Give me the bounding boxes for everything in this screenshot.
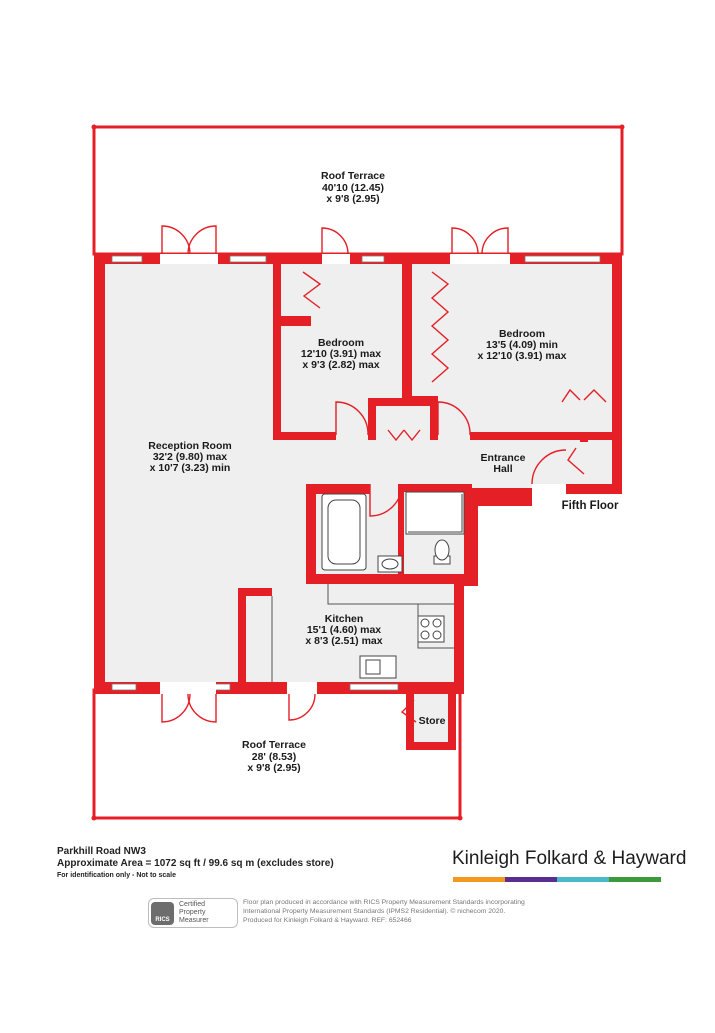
bedroom-2-label: Bedroom bbox=[499, 328, 545, 340]
brand-color-bar bbox=[453, 877, 661, 882]
roof-terrace-bottom-area bbox=[92, 688, 462, 820]
roof-terrace-bottom-dim1: 28' (8.53) bbox=[252, 751, 297, 763]
brand-bar-purple bbox=[505, 877, 557, 882]
roof-terrace-top-dim1: 40'10 (12.45) bbox=[322, 182, 384, 194]
door-swings bbox=[161, 225, 585, 723]
reception-label: Reception Room bbox=[148, 440, 231, 452]
approximate-area: Approximate Area = 1072 sq ft / 99.6 sq … bbox=[57, 858, 334, 869]
kitchen-dim1: 15'1 (4.60) max bbox=[307, 624, 381, 636]
floor-label: Fifth Floor bbox=[562, 500, 619, 512]
disclaimer-line-1: Floor plan produced in accordance with R… bbox=[243, 899, 525, 906]
property-address: Parkhill Road NW3 bbox=[57, 846, 146, 857]
rics-badge: RICS Certified Property Measurer bbox=[148, 898, 238, 928]
entrance-hall-label-2: Hall bbox=[493, 463, 512, 475]
window-openings bbox=[111, 255, 601, 691]
reception-dim2: x 10'7 (3.23) min bbox=[150, 462, 231, 474]
reception-dim1: 32'2 (9.80) max bbox=[153, 451, 227, 463]
roof-terrace-top-dim2: x 9'8 (2.95) bbox=[326, 193, 379, 205]
rics-logo-icon: RICS bbox=[151, 901, 174, 925]
entrance-hall-label: Entrance bbox=[481, 452, 526, 464]
bedroom-1-dim1: 12'10 (3.91) max bbox=[301, 348, 381, 360]
door-openings bbox=[160, 254, 566, 694]
store-area bbox=[410, 694, 450, 744]
disclaimer: Floor plan produced in accordance with R… bbox=[243, 898, 573, 925]
shower-fixture bbox=[405, 491, 465, 535]
roof-terrace-top-area bbox=[92, 125, 624, 256]
disclaimer-line-3: Produced for Kinleigh Folkard & Hayward.… bbox=[243, 917, 412, 924]
roof-terrace-bottom-dim2: x 9'8 (2.95) bbox=[247, 762, 300, 774]
rics-line-2: Property bbox=[179, 909, 206, 916]
bedroom-2-dim1: 13'5 (4.09) min bbox=[486, 339, 558, 351]
disclaimer-line-2: International Property Measurement Stand… bbox=[243, 908, 506, 915]
floor-plan: Roof Terrace 40'10 (12.45) x 9'8 (2.95) … bbox=[91, 124, 625, 821]
brand-bar-teal bbox=[557, 877, 609, 882]
bedroom-1-dim2: x 9'3 (2.82) max bbox=[302, 359, 379, 371]
rics-line-1: Certified bbox=[179, 901, 206, 908]
roof-terrace-top-label: Roof Terrace bbox=[321, 170, 385, 182]
agent-brand-name: Kinleigh Folkard & Hayward bbox=[452, 848, 687, 869]
roof-terrace-bottom-label: Roof Terrace bbox=[242, 739, 306, 751]
fixtures bbox=[321, 491, 465, 679]
kitchen-label: Kitchen bbox=[325, 613, 364, 625]
bedroom-2-dim2: x 12'10 (3.91) max bbox=[478, 350, 567, 362]
interior-walls bbox=[238, 262, 612, 688]
room-labels: Roof Terrace 40'10 (12.45) x 9'8 (2.95) … bbox=[148, 170, 619, 774]
rics-line-3: Measurer bbox=[179, 917, 209, 924]
identification-note: For identification only - Not to scale bbox=[57, 872, 177, 879]
brand-bar-orange bbox=[453, 877, 505, 882]
interior-floor bbox=[100, 260, 618, 690]
kitchen-dim2: x 8'3 (2.51) max bbox=[305, 635, 382, 647]
rics-badge-text: Certified Property Measurer bbox=[179, 901, 209, 925]
store-label: Store bbox=[419, 715, 446, 727]
bedroom-1-label: Bedroom bbox=[318, 337, 364, 349]
brand-bar-green bbox=[609, 877, 661, 882]
wardrobes bbox=[302, 271, 607, 442]
kitchen-counter bbox=[271, 584, 454, 682]
